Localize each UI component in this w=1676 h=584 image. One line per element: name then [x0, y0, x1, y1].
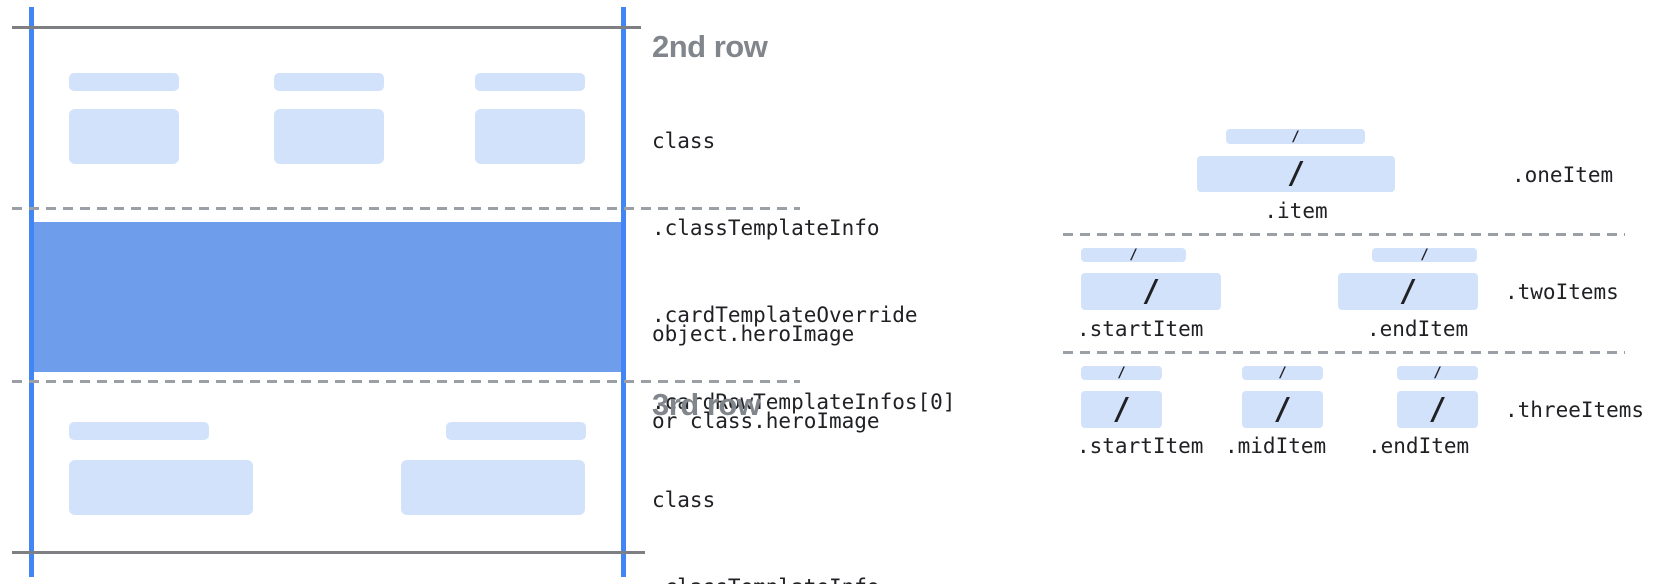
slash-separator-icon: /	[1286, 156, 1306, 191]
start-item-field-label: .startItem	[1077, 317, 1204, 341]
hero-image-band	[34, 222, 621, 372]
one-item-label-bar: /	[1226, 129, 1365, 144]
third-row-value-placeholder-1	[69, 460, 253, 515]
three-items-start-value-bar: /	[1081, 391, 1162, 428]
two-items-end-label-bar: /	[1372, 248, 1477, 262]
slash-separator-icon: /	[1420, 247, 1429, 263]
third-row-label-placeholder-1	[69, 422, 209, 440]
start-item-field-label: .startItem	[1077, 434, 1204, 458]
two-three-items-divider	[1063, 351, 1625, 354]
second-row-value-placeholder-3	[475, 109, 585, 164]
second-row-value-placeholder-1	[69, 109, 179, 164]
third-row-label-placeholder-2	[446, 422, 586, 440]
code-line: .cardRowTemplateInfos[0]	[652, 390, 956, 414]
code-line: class	[652, 488, 716, 512]
hero-image-code-path: object.heroImage or class.heroImage	[652, 262, 880, 494]
code-line: class	[652, 129, 716, 153]
slash-separator-icon: /	[1398, 273, 1418, 309]
second-row-label-placeholder-2	[274, 73, 384, 91]
two-items-end-value-bar: /	[1338, 273, 1478, 310]
three-items-row-label: .threeItems	[1505, 398, 1645, 422]
slash-separator-icon: /	[1129, 247, 1138, 263]
card-top-border-line	[12, 26, 641, 29]
slash-separator-icon: /	[1278, 365, 1287, 381]
one-two-items-divider	[1063, 233, 1625, 236]
three-items-mid-label-bar: /	[1242, 366, 1323, 380]
item-field-label: .item	[1264, 199, 1328, 223]
hero-third-row-divider	[12, 380, 800, 383]
slash-separator-icon: /	[1117, 365, 1126, 381]
code-line: .cardTemplateOverride	[652, 303, 918, 327]
slash-separator-icon: /	[1291, 128, 1300, 145]
code-line: object.heroImage	[652, 322, 855, 346]
two-items-start-value-bar: /	[1081, 273, 1221, 310]
end-item-field-label: .endItem	[1368, 434, 1470, 458]
code-line: .classTemplateInfo	[652, 216, 880, 240]
card-right-guide-line	[621, 7, 626, 577]
third-row-heading: 3rd row	[652, 387, 761, 422]
mid-item-field-label: .midItem	[1225, 434, 1327, 458]
two-items-start-label-bar: /	[1081, 248, 1186, 262]
slash-separator-icon: /	[1141, 273, 1161, 309]
three-items-mid-value-bar: /	[1242, 391, 1323, 428]
three-items-end-value-bar: /	[1397, 391, 1478, 428]
second-row-label-placeholder-1	[69, 73, 179, 91]
one-item-row-label: .oneItem	[1512, 163, 1614, 187]
slash-separator-icon: /	[1428, 391, 1447, 427]
second-row-hero-divider	[12, 207, 800, 210]
card-bottom-border-line	[12, 551, 645, 554]
slash-separator-icon: /	[1273, 391, 1292, 427]
card-left-guide-line	[29, 7, 34, 577]
third-row-code-path: class .classTemplateInfo .cardTemplateOv…	[652, 428, 955, 584]
second-row-value-placeholder-2	[274, 109, 384, 164]
code-line: or class.heroImage	[652, 409, 880, 433]
slash-separator-icon: /	[1433, 365, 1442, 381]
second-row-label-placeholder-3	[475, 73, 585, 91]
two-items-row-label: .twoItems	[1505, 280, 1619, 304]
end-item-field-label: .endItem	[1367, 317, 1469, 341]
second-row-heading: 2nd row	[652, 29, 768, 64]
second-row-code-path: class .classTemplateInfo .cardTemplateOv…	[652, 69, 955, 475]
code-line: .classTemplateInfo	[652, 573, 955, 584]
slash-separator-icon: /	[1112, 391, 1131, 427]
three-items-end-label-bar: /	[1397, 366, 1478, 380]
third-row-value-placeholder-2	[401, 460, 585, 515]
three-items-start-label-bar: /	[1081, 366, 1162, 380]
one-item-value-bar: /	[1197, 156, 1395, 192]
